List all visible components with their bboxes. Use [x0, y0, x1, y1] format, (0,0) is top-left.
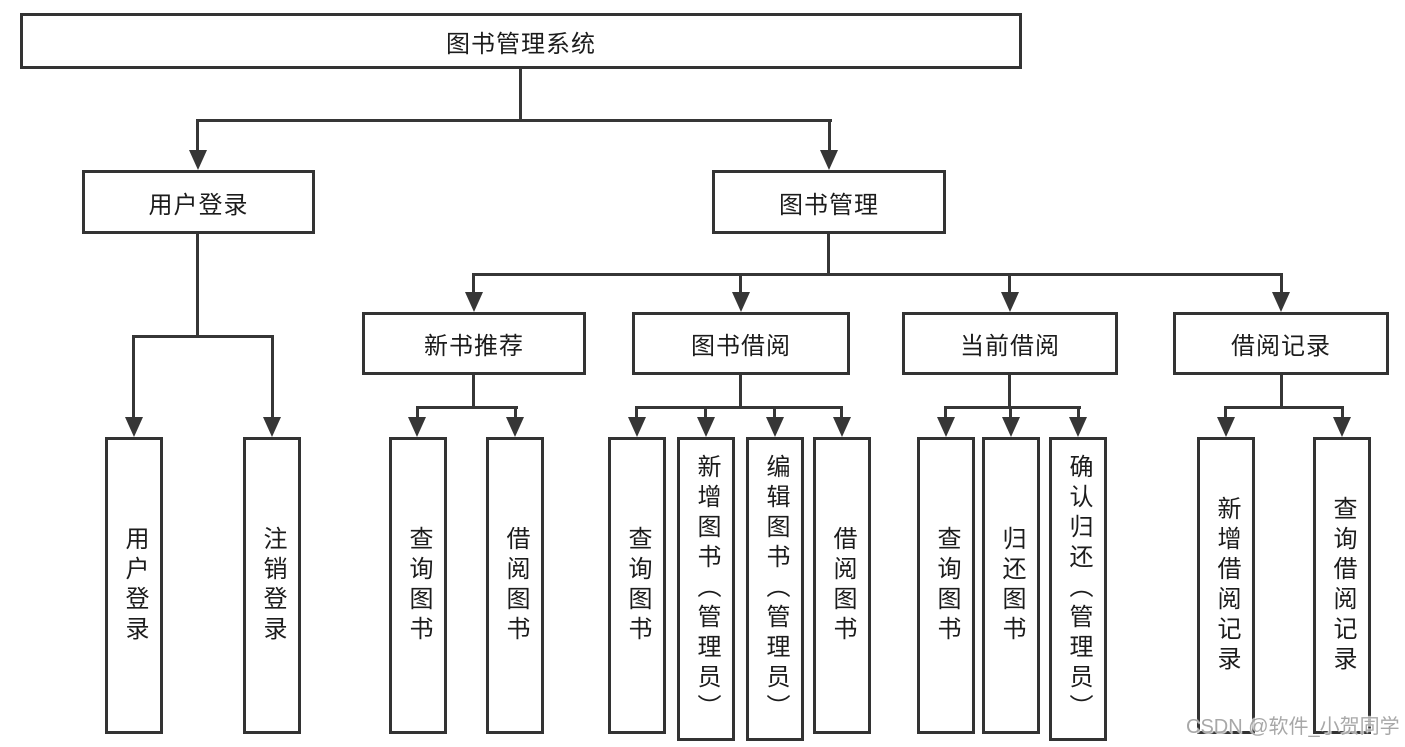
node-book-borrow: 图书借阅	[632, 312, 850, 375]
arrow-down-icon	[263, 417, 281, 437]
node-book-borrow-label: 图书借阅	[691, 333, 791, 360]
arrow-down-icon	[1001, 292, 1019, 312]
connector-line	[416, 406, 419, 419]
connector-line	[132, 335, 135, 419]
arrow-down-icon	[697, 417, 715, 437]
leaf-bb-borrow-books-label: 借阅图书	[829, 525, 856, 646]
arrow-down-icon	[506, 417, 524, 437]
arrow-down-icon	[465, 292, 483, 312]
arrow-down-icon	[732, 292, 750, 312]
connector-line	[1224, 406, 1227, 419]
arrow-down-icon	[766, 417, 784, 437]
leaf-nb-query-books: 查询图书	[389, 437, 447, 734]
connector-line	[827, 234, 830, 275]
leaf-nb-borrow-books-label: 借阅图书	[502, 525, 529, 646]
connector-line	[1008, 273, 1011, 294]
node-user-login: 用户登录	[82, 170, 315, 234]
leaf-bb-borrow-books: 借阅图书	[813, 437, 871, 734]
connector-line	[271, 335, 274, 419]
node-new-book-rec: 新书推荐	[362, 312, 586, 375]
node-book-mgmt: 图书管理	[712, 170, 946, 234]
connector-line	[1341, 406, 1344, 419]
node-new-book-rec-label: 新书推荐	[424, 333, 524, 360]
connector-line	[1224, 406, 1344, 409]
node-borrow-records-label: 借阅记录	[1231, 333, 1331, 360]
connector-line	[132, 335, 274, 338]
watermark-text: CSDN @软件_小贺同学	[1186, 716, 1400, 738]
connector-line	[1008, 375, 1011, 409]
leaf-bb-edit-books: 编辑图书（管理员）	[746, 437, 804, 741]
leaf-user-login: 用户登录	[105, 437, 163, 734]
connector-line	[472, 273, 1283, 276]
leaf-br-query-record-label: 查询借阅记录	[1329, 495, 1356, 676]
connector-line	[739, 375, 742, 409]
node-user-login-label: 用户登录	[148, 191, 249, 219]
arrow-down-icon	[820, 150, 838, 170]
arrow-down-icon	[408, 417, 426, 437]
arrow-down-icon	[1069, 417, 1087, 437]
connector-line	[519, 68, 522, 122]
leaf-bb-add-books: 新增图书（管理员）	[677, 437, 735, 741]
node-root: 图书管理系统	[20, 13, 1022, 69]
leaf-bb-query-books: 查询图书	[608, 437, 666, 734]
leaf-cb-return-books-label: 归还图书	[998, 525, 1025, 646]
node-borrow-records: 借阅记录	[1173, 312, 1389, 375]
connector-line	[773, 406, 776, 419]
connector-line	[1077, 406, 1080, 419]
leaf-bb-query-books-label: 查询图书	[624, 525, 651, 646]
connector-line	[739, 273, 742, 294]
arrow-down-icon	[125, 417, 143, 437]
connector-line	[840, 406, 843, 419]
connector-line	[196, 119, 832, 122]
connector-line	[635, 406, 843, 409]
arrow-down-icon	[1217, 417, 1235, 437]
node-book-mgmt-label: 图书管理	[779, 191, 879, 219]
arrow-down-icon	[189, 150, 207, 170]
connector-line	[416, 406, 518, 409]
leaf-cb-confirm-return-label: 确认归还（管理员）	[1065, 454, 1092, 724]
arrow-down-icon	[1333, 417, 1351, 437]
arrow-down-icon	[628, 417, 646, 437]
leaf-cb-confirm-return: 确认归还（管理员）	[1049, 437, 1107, 741]
node-root-label: 图书管理系统	[446, 30, 596, 58]
node-current-borrow: 当前借阅	[902, 312, 1118, 375]
connector-line	[635, 406, 638, 419]
leaf-br-add-record: 新增借阅记录	[1197, 437, 1255, 734]
connector-line	[1009, 406, 1012, 419]
arrow-down-icon	[1002, 417, 1020, 437]
connector-line	[514, 406, 517, 419]
connector-line	[944, 406, 947, 419]
arrow-down-icon	[1272, 292, 1290, 312]
leaf-cb-query-books-label: 查询图书	[933, 525, 960, 646]
connector-line	[1280, 273, 1283, 294]
leaf-cb-query-books: 查询图书	[917, 437, 975, 734]
connector-line	[472, 273, 475, 294]
connector-line	[944, 406, 1081, 409]
leaf-logout: 注销登录	[243, 437, 301, 734]
connector-line	[196, 234, 199, 338]
leaf-br-query-record: 查询借阅记录	[1313, 437, 1371, 734]
leaf-bb-add-books-label: 新增图书（管理员）	[693, 454, 720, 724]
leaf-user-login-label: 用户登录	[121, 525, 148, 646]
leaf-nb-borrow-books: 借阅图书	[486, 437, 544, 734]
connector-line	[196, 119, 199, 153]
leaf-nb-query-books-label: 查询图书	[405, 525, 432, 646]
leaf-br-add-record-label: 新增借阅记录	[1213, 495, 1240, 676]
leaf-cb-return-books: 归还图书	[982, 437, 1040, 734]
leaf-bb-edit-books-label: 编辑图书（管理员）	[762, 454, 789, 724]
leaf-logout-label: 注销登录	[259, 525, 286, 646]
arrow-down-icon	[937, 417, 955, 437]
connector-line	[828, 119, 831, 153]
connector-line	[472, 375, 475, 409]
connector-line	[704, 406, 707, 419]
connector-line	[1280, 375, 1283, 409]
node-current-borrow-label: 当前借阅	[960, 333, 1060, 360]
arrow-down-icon	[833, 417, 851, 437]
